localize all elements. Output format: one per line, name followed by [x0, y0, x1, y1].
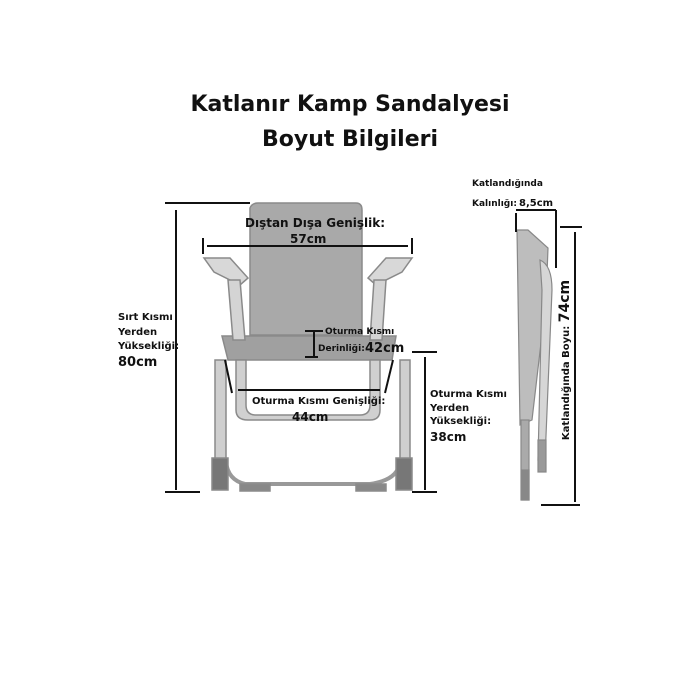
- folded-length-value: 74cm: [557, 279, 573, 323]
- folded-length-text: Katlandığında Boyu: 74cm: [557, 280, 573, 440]
- seat-depth-label-2: Derinliği:: [318, 344, 365, 354]
- folded-thickness-label-2: Kalınlığı:: [472, 199, 517, 209]
- title-line-2: Boyut Bilgileri: [261, 127, 439, 152]
- seat-height-label-3: Yüksekliği:: [430, 416, 492, 427]
- back-height-label-2: Yerden: [118, 327, 158, 338]
- folded-thickness-value: 8,5cm: [519, 198, 554, 209]
- title-line-1: Katlanır Kamp Sandalyesi: [190, 92, 510, 117]
- seat-height-label-1: Oturma Kısmı: [430, 389, 507, 400]
- seat-depth-label-1: Oturma Kısmı: [325, 327, 395, 337]
- seat-height-value: 38cm: [430, 430, 467, 444]
- seat-height-label-2: Yerden: [430, 403, 470, 414]
- folded-length-label: Katlandığında Boyu:: [561, 325, 572, 441]
- outer-width-value: 57cm: [290, 232, 327, 246]
- seat-width-value: 44cm: [292, 410, 329, 424]
- dimension-lines: [165, 202, 582, 506]
- chair-front-image: [202, 202, 414, 492]
- back-height-label-3: Yüksekliği:: [118, 341, 180, 352]
- folded-thickness-label-1: Katlandığında: [472, 179, 543, 189]
- seat-depth-value: 42cm: [365, 341, 405, 356]
- chair-folded-image: [516, 229, 553, 501]
- back-height-value: 80cm: [118, 355, 158, 370]
- seat-width-label: Oturma Kısmı Genişliği:: [252, 396, 386, 407]
- outer-width-label: Dıştan Dışa Genişlik:: [245, 216, 386, 230]
- back-height-label-1: Sırt Kısmı: [118, 312, 173, 323]
